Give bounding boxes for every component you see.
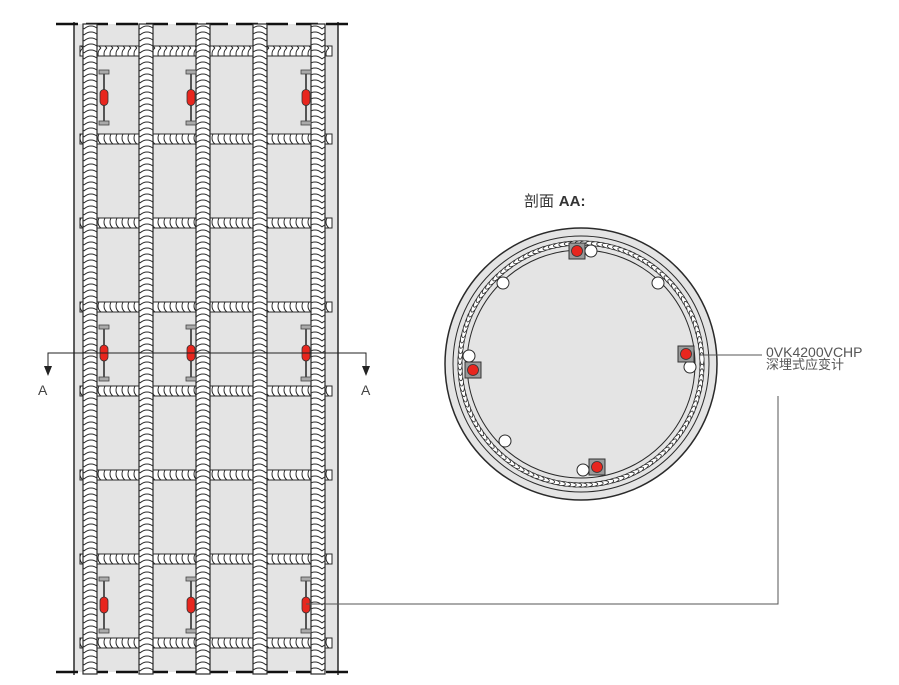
- gauge-description: 深埋式应变计: [766, 358, 845, 373]
- strain-gauge-icon: [185, 576, 197, 634]
- strain-gauge-icon: [568, 242, 586, 260]
- rebar-icon: [310, 23, 326, 675]
- rebar-icon: [252, 23, 268, 675]
- section-ring: [452, 235, 710, 493]
- section-title-id: AA:: [558, 193, 586, 210]
- section-gauges: [464, 242, 695, 476]
- section-marker-left: A: [38, 382, 48, 398]
- strain-gauge-icon: [98, 576, 110, 634]
- gauge-group: [98, 69, 312, 634]
- rebar-cross-sections: [462, 244, 697, 477]
- rebar-cross-section: [462, 349, 476, 363]
- gauge-callout: 0VK4200VCHP 深埋式应变计: [766, 345, 863, 373]
- strain-gauge-icon: [464, 361, 482, 379]
- strain-gauge-icon: [300, 576, 312, 634]
- rebar-cross-section: [683, 360, 697, 374]
- strain-gauge-icon: [677, 345, 695, 363]
- strain-gauge-icon: [98, 69, 110, 126]
- cross-section-aa: [444, 227, 718, 501]
- rebar-cross-section: [496, 276, 510, 290]
- section-title-cn: 剖面: [524, 192, 555, 210]
- spiral-stirrup: [457, 240, 705, 488]
- spiral-coil: [699, 352, 705, 365]
- rebar-cross-section: [498, 434, 512, 448]
- gauge-model: 0VK4200VCHP: [766, 344, 863, 360]
- rebar-icon: [195, 23, 211, 675]
- rebar-icon: [82, 23, 98, 675]
- strain-gauge-icon: [588, 458, 606, 476]
- rebar-cross-section: [651, 276, 665, 290]
- section-marker-right: A: [361, 382, 371, 398]
- section-title: 剖面 AA:: [524, 190, 585, 211]
- rebar-cross-section: [576, 463, 590, 477]
- rebar-cross-section: [584, 244, 598, 258]
- strain-gauge-icon: [300, 69, 312, 126]
- rebar-group: [82, 23, 326, 675]
- rebar-icon: [138, 23, 154, 675]
- arrow-down-icon: [44, 366, 52, 376]
- arrow-down-icon: [362, 366, 370, 376]
- strain-gauge-icon: [185, 69, 197, 126]
- leader-line: [306, 396, 779, 605]
- section-cut-line: [44, 352, 370, 376]
